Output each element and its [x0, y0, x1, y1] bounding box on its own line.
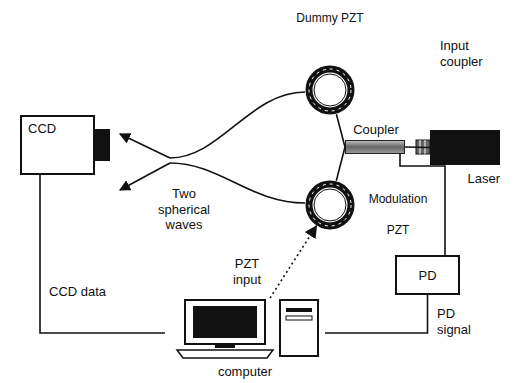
computer-label: computer [165, 364, 325, 380]
laser-label: Laser [440, 171, 500, 187]
connector [325, 295, 428, 333]
laser-body [430, 130, 500, 165]
wave-arrow [120, 134, 170, 158]
drive-slot [286, 308, 312, 312]
connector [40, 175, 165, 333]
coil-outline [305, 65, 355, 115]
connector [336, 114, 345, 147]
coil-winding [309, 69, 351, 111]
monitor-screen [193, 306, 257, 338]
part-label: Input coupler [440, 38, 502, 69]
connector [336, 147, 345, 181]
monitor-stand [215, 344, 235, 348]
photodetector: PD [395, 255, 460, 295]
wave-label: Two spherical waves [148, 186, 220, 233]
coil-core [314, 189, 346, 221]
camera-label: CCD [28, 121, 59, 137]
ccd-camera: CCD [20, 115, 110, 175]
drive-slot [286, 316, 312, 320]
signal-label: CCD data [48, 284, 120, 300]
coil-label: Modulation PZT [361, 184, 435, 246]
coil-core [314, 74, 346, 106]
pzt-coil: Modulation PZT [305, 180, 355, 230]
computer-icon: computer [165, 298, 325, 360]
optical-fiber [170, 92, 305, 158]
coil-winding [309, 184, 351, 226]
detector-label: PD [397, 268, 458, 284]
signal-label: PZT input [222, 256, 272, 287]
laser-source: Laser [430, 130, 500, 165]
connector [270, 226, 316, 298]
camera-lens [95, 129, 110, 161]
coupler-label: Coupler [336, 122, 416, 138]
coil-winding [309, 184, 351, 226]
tower-case [280, 300, 318, 356]
coil-label: Dummy PZT [285, 3, 375, 34]
coil-outline [305, 180, 355, 230]
pzt-coil: Dummy PZT [305, 65, 355, 115]
fiber-coupler: Coupler [345, 140, 405, 154]
coil-winding [309, 69, 351, 111]
computer-drawing [165, 298, 325, 360]
signal-label: PD signal [436, 306, 488, 337]
monitor [185, 300, 265, 344]
connector [405, 146, 430, 148]
wave-arrow [120, 163, 170, 190]
keyboard [177, 350, 273, 358]
